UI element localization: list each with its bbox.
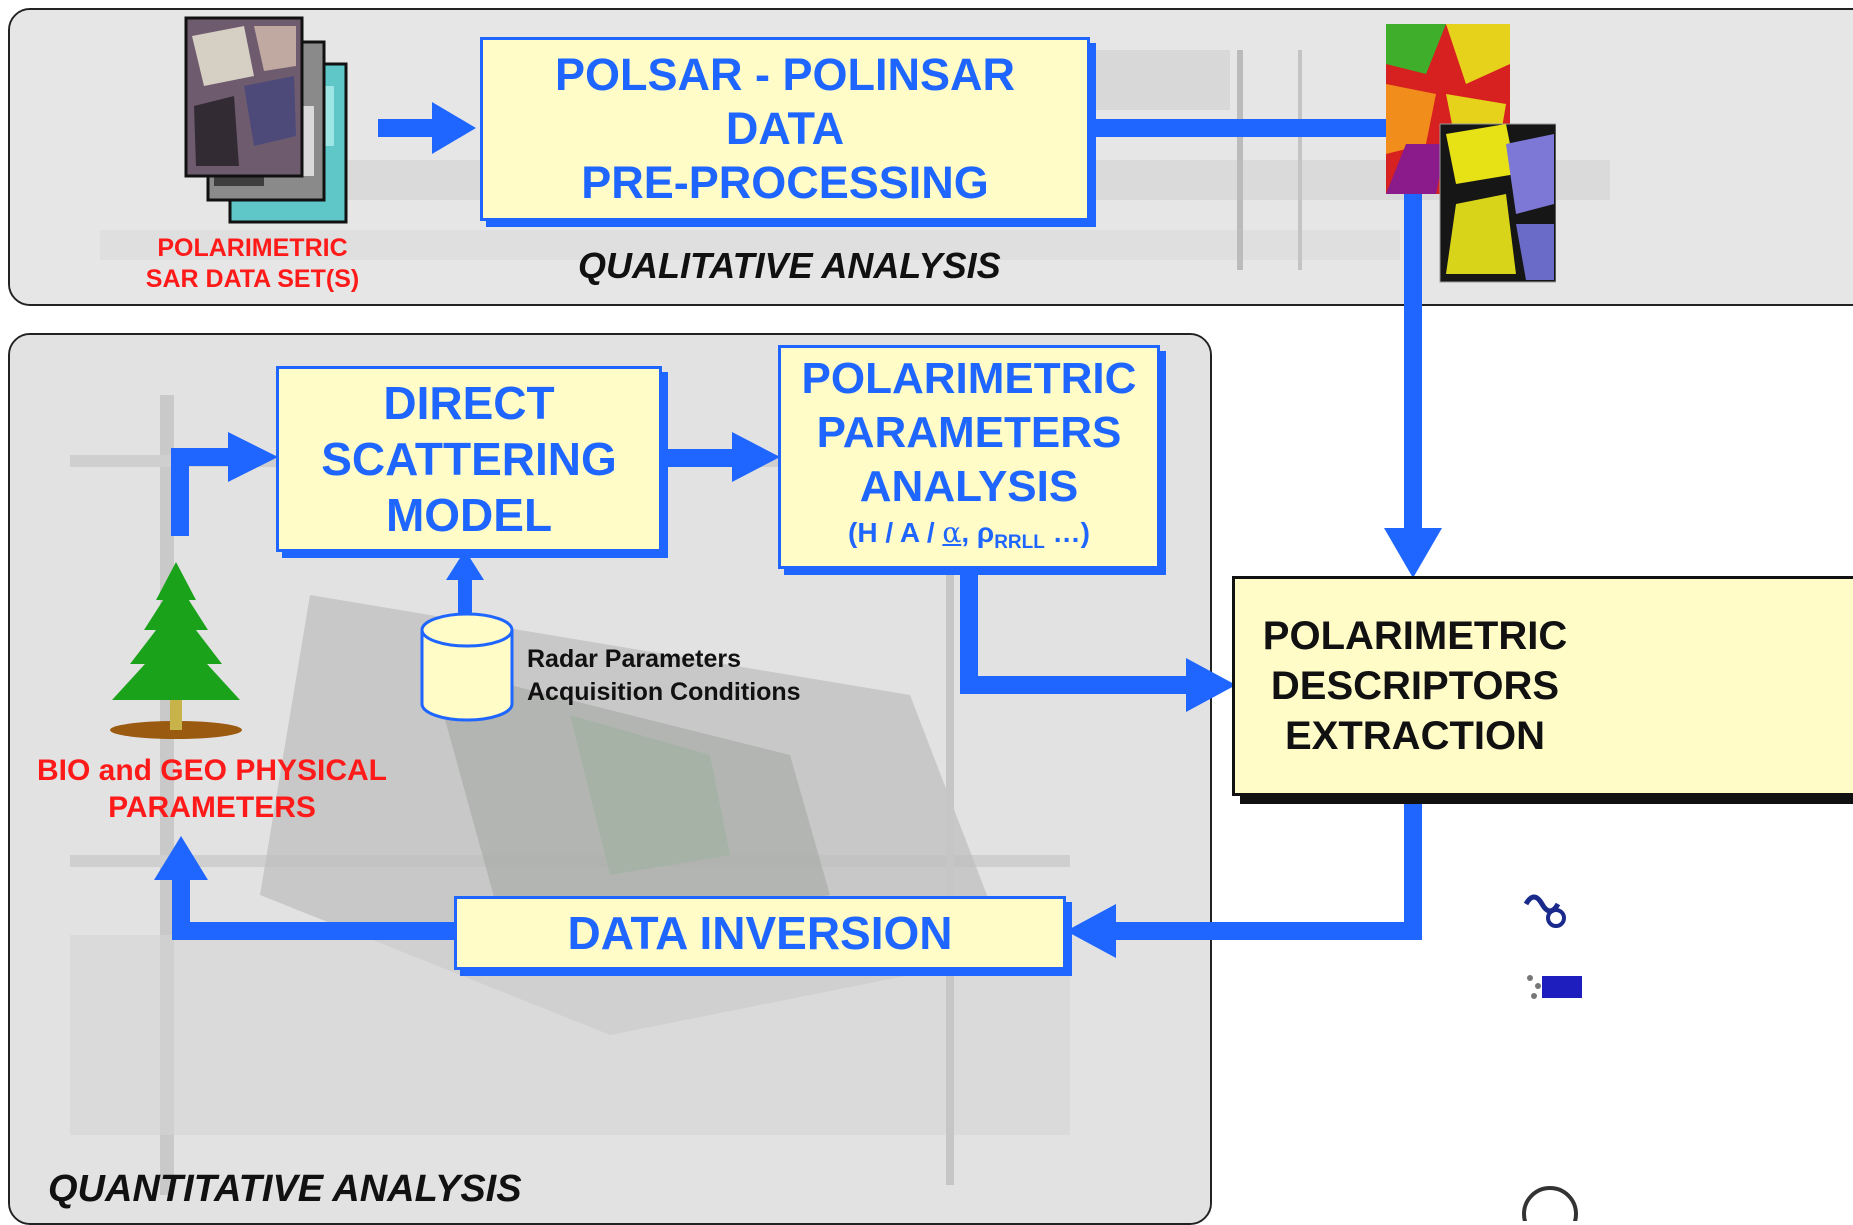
analysis-subtitle-suffix: …) [1044, 517, 1090, 548]
descriptors-line1: POLARIMETRIC [1262, 614, 1568, 658]
arrow-input-to-preprocess-head [432, 102, 476, 154]
descriptors-text: POLARIMETRIC DESCRIPTORS EXTRACTION [1235, 611, 1595, 761]
sar-data-set-label: POLARIMETRIC SAR DATA SET(S) [120, 233, 385, 295]
arrow-tree-to-model-head [228, 432, 278, 482]
analysis-line1: POLARIMETRIC [801, 354, 1137, 403]
arrow-tree-up [171, 448, 189, 536]
arrow-analysis-to-descriptors-head [1186, 658, 1236, 712]
preprocessing-line3: PRE-PROCESSING [581, 157, 989, 208]
preprocessing-line2: DATA [725, 103, 845, 154]
bio-geo-line1: BIO and GEO PHYSICAL [36, 754, 388, 787]
arrow-down-to-descriptors-head [1384, 528, 1442, 578]
radar-parameters-label: Radar Parameters Acquisition Conditions [527, 643, 801, 709]
analysis-line3: ANALYSIS [859, 462, 1079, 511]
analysis-line2: PARAMETERS [816, 408, 1122, 457]
radar-parameters-line2: Acquisition Conditions [527, 678, 801, 706]
analysis-subtitle-alpha: α [942, 516, 962, 549]
analysis-subtitle-rho: , ρ [961, 517, 995, 548]
sar-image-stack-icon [184, 16, 348, 224]
arrow-preprocess-to-right [1090, 119, 1422, 137]
direct-scattering-model-box: DIRECT SCATTERING MODEL [276, 366, 662, 552]
arrow-db-to-model-head [446, 550, 484, 580]
analysis-subtitle: (H / A / α, ρRRLL …) [848, 514, 1090, 562]
sar-data-set-label-line1: POLARIMETRIC [157, 234, 348, 262]
arrow-analysis-right [960, 676, 1196, 694]
model-line2: SCATTERING [321, 433, 617, 485]
logo-top [1523, 894, 1566, 928]
arrow-input-to-preprocess [378, 119, 440, 137]
arrow-to-inversion-head [1066, 904, 1116, 958]
descriptors-line3: EXTRACTION [1285, 714, 1545, 758]
arrow-inversion-left [172, 922, 456, 940]
descriptors-line2: DESCRIPTORS [1270, 664, 1560, 708]
sar-data-set-label-line2: SAR DATA SET(S) [145, 265, 360, 293]
arrow-to-bio-head [154, 836, 208, 880]
radar-parameters-line1: Radar Parameters [527, 645, 742, 673]
preprocessing-line1: POLSAR - POLINSAR [554, 49, 1016, 100]
arrow-inversion-up [172, 870, 190, 940]
data-inversion-box: DATA INVERSION [454, 896, 1066, 970]
model-line3: MODEL [385, 489, 553, 541]
arrow-model-to-analysis-head [732, 432, 780, 482]
arrow-descriptors-down [1404, 796, 1422, 940]
quantitative-analysis-label: QUANTITATIVE ANALYSIS [48, 1168, 522, 1210]
data-inversion-label: DATA INVERSION [567, 907, 953, 959]
partner-logos [1522, 894, 1582, 1221]
arrow-descriptors-left [1106, 922, 1422, 940]
logo-bottom [1522, 1186, 1578, 1221]
qualitative-analysis-label: QUALITATIVE ANALYSIS [578, 245, 1001, 286]
bio-geo-line2: PARAMETERS [108, 791, 316, 824]
arrow-model-to-analysis [660, 449, 740, 467]
arrow-tree-right [171, 448, 237, 466]
analysis-subtitle-subscript: RRLL [994, 532, 1045, 553]
polarimetric-parameters-analysis-box: POLARIMETRIC PARAMETERS ANALYSIS (H / A … [778, 345, 1160, 569]
database-icon [420, 612, 514, 722]
tree-icon [110, 562, 242, 739]
arrow-right-down [1404, 119, 1422, 531]
arrow-analysis-down [960, 566, 978, 690]
preprocessing-box: POLSAR - POLINSAR DATA PRE-PROCESSING [480, 37, 1090, 221]
classification-images-icon [1386, 24, 1556, 283]
descriptors-extraction-box: POLARIMETRIC DESCRIPTORS EXTRACTION [1232, 576, 1853, 796]
model-line1: DIRECT [383, 377, 555, 429]
bio-geo-parameters-label: BIO and GEO PHYSICAL PARAMETERS [20, 752, 404, 826]
analysis-subtitle-prefix: (H / A / [848, 517, 943, 548]
logo-middle [1527, 975, 1582, 999]
arrow-db-to-model [458, 572, 472, 616]
